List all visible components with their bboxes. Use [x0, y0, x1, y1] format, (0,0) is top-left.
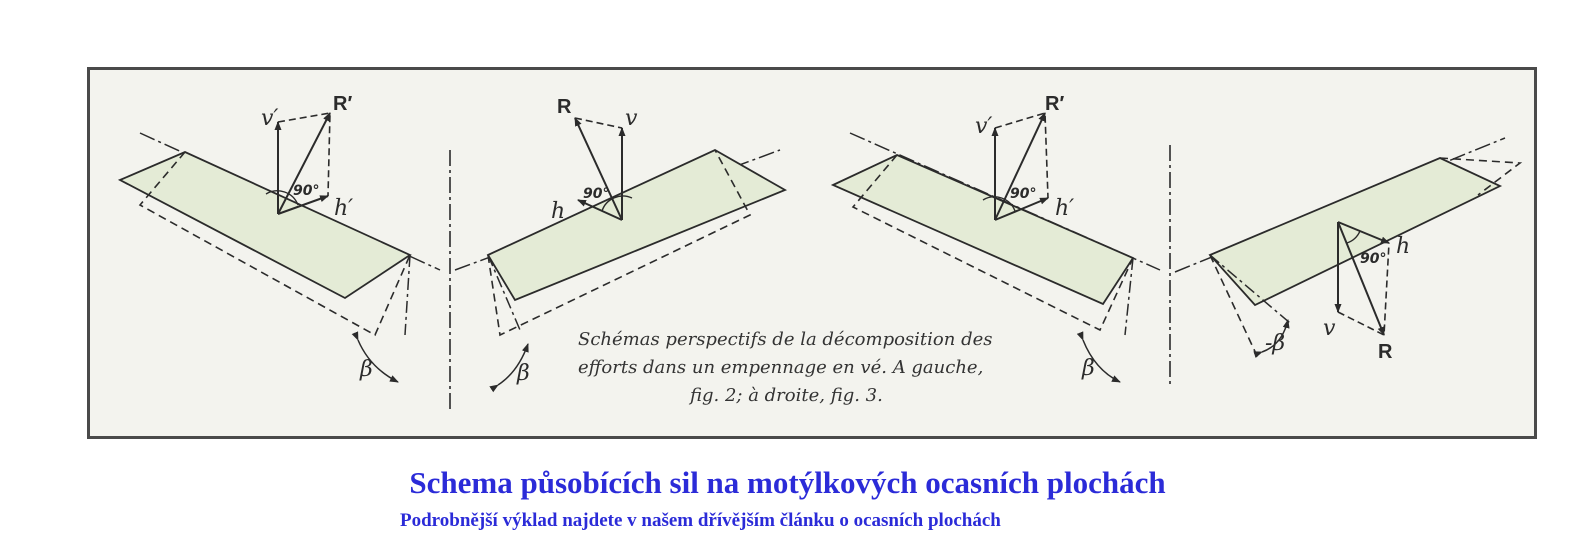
wing-plane-projection	[1439, 157, 1523, 196]
caption-line-1: Schémas perspectifs de la décomposition …	[578, 329, 992, 350]
parallelogram	[1337, 242, 1390, 337]
vector-r	[1337, 221, 1385, 336]
label-h: h′	[334, 196, 353, 221]
parallelogram	[574, 117, 623, 129]
projection-edge	[487, 254, 521, 331]
right-angle-arc	[265, 190, 299, 206]
panel-1: v′ R′ h′ 90° β	[117, 93, 441, 383]
label-v: v′	[975, 114, 992, 139]
label-r: R	[1378, 341, 1393, 363]
label-beta: β	[359, 357, 373, 382]
beta-arc	[1076, 331, 1121, 383]
vector-h	[1337, 221, 1390, 244]
vector-h	[994, 197, 1049, 221]
vector-h	[577, 199, 623, 221]
vector-r	[994, 112, 1046, 221]
beta-arc	[489, 343, 529, 393]
caption-line-3: fig. 2; à droite, fig. 3.	[688, 385, 883, 406]
vector-r	[277, 112, 331, 215]
wing-plane	[117, 151, 412, 300]
label-v: v	[1323, 316, 1336, 341]
projection-edge	[1124, 257, 1134, 336]
label-angle: 90°	[583, 186, 609, 202]
label-r: R′	[1045, 93, 1064, 115]
page-title: Schema působících sil na motýlkových oca…	[409, 465, 1166, 500]
figure-caption: Schémas perspectifs de la décomposition …	[578, 329, 992, 406]
caption-line-2: efforts dans un empennage en vé. A gauch…	[578, 357, 983, 378]
label-angle: 90°	[1010, 186, 1036, 202]
label-h: h′	[1055, 196, 1074, 221]
projection-edge	[1209, 254, 1291, 324]
right-angle-arc	[601, 195, 633, 212]
label-beta: -β	[1265, 331, 1285, 356]
beta-arc	[1253, 319, 1290, 358]
wing-plane-projection	[138, 151, 411, 337]
label-beta: β	[1081, 356, 1095, 381]
wing-plane-projection-inner	[1209, 254, 1259, 359]
panel-4: h 90° v R -β	[1174, 137, 1523, 363]
wing-plane	[1208, 157, 1503, 307]
label-v: v	[625, 106, 638, 131]
label-beta: β	[516, 361, 530, 386]
wing-plane-projection	[851, 154, 1134, 332]
vector-h	[277, 195, 329, 215]
label-v: v′	[261, 106, 278, 131]
panel-3: v′ R′ h′ 90° β	[830, 93, 1161, 383]
label-r: R′	[333, 93, 352, 115]
label-angle: 90°	[293, 183, 319, 199]
right-angle-arc	[1346, 230, 1361, 244]
vector-r	[574, 117, 623, 221]
projection-edge	[404, 254, 411, 336]
label-h: h	[1396, 234, 1410, 259]
wing-plane-projection	[487, 149, 752, 337]
page-subtitle: Podrobnější výklad najdete v našem dřívě…	[400, 510, 1001, 531]
beta-arc	[351, 331, 399, 383]
parallelogram	[994, 111, 1049, 199]
right-angle-arc	[982, 196, 1016, 212]
parallelogram	[277, 112, 331, 197]
label-h: h	[551, 199, 565, 224]
label-r: R	[557, 96, 572, 118]
wing-plane	[486, 148, 788, 302]
panel-2: R v h 90° β	[454, 96, 788, 393]
label-angle: 90°	[1360, 251, 1386, 267]
